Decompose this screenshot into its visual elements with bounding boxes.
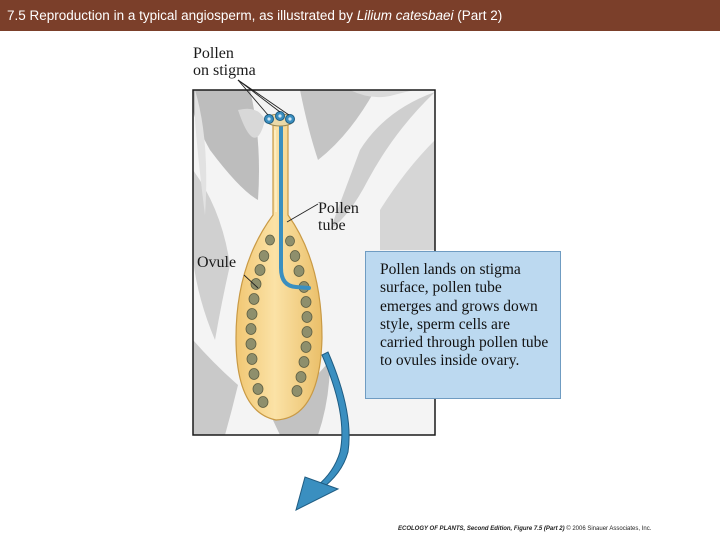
ovary-and-style [235,122,323,421]
title-prefix: 7.5 Reproduction in a typical angiosperm… [7,8,357,23]
title-suffix: (Part 2) [453,8,503,23]
credit-book: ECOLOGY OF PLANTS, Second Edition, Figur… [398,526,565,532]
process-arrow [295,351,350,511]
slide-title: 7.5 Reproduction in a typical angiosperm… [0,0,720,31]
title-species: Lilium catesbaei [356,8,454,23]
leader-lines [237,79,319,289]
label-pollen-on-stigma: Pollen on stigma [193,45,256,79]
figure-credit: ECOLOGY OF PLANTS, Second Edition, Figur… [398,526,651,532]
description-callout: Pollen lands on stigma surface, pollen t… [365,251,561,399]
pollen-tube [279,120,311,290]
stigma [264,111,295,127]
label-ovule: Ovule [197,254,237,271]
credit-copyright: © 2006 Sinauer Associates, Inc. [564,526,652,532]
label-pollen-tube: Pollen tube [318,200,359,234]
callout-text: Pollen lands on stigma surface, pollen t… [380,261,549,370]
